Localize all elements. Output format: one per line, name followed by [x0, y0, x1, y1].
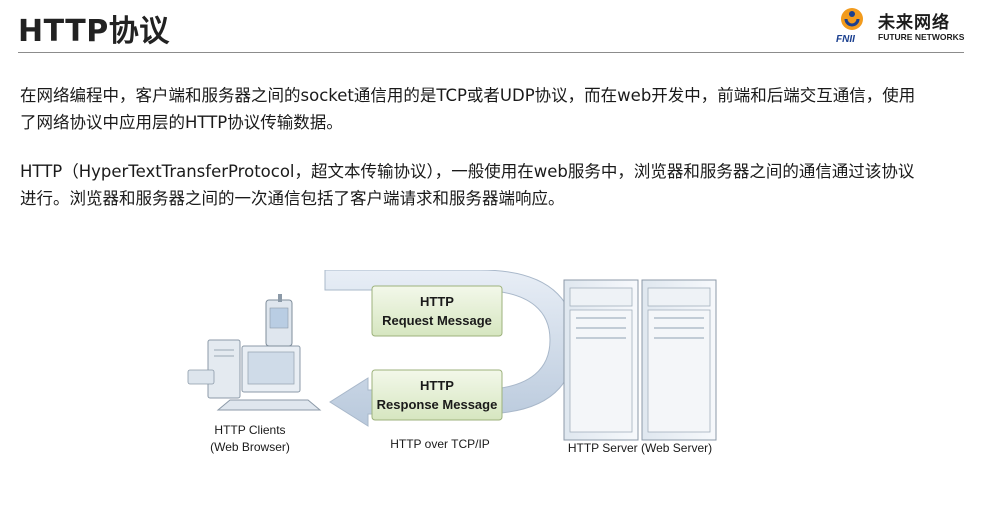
paragraph-socket: 在网络编程中，客户端和服务器之间的socket通信用的是TCP或者UDP协议，而…	[20, 86, 916, 132]
fnii-logo-icon	[841, 8, 863, 30]
request-message-label: HTTP Request Message	[372, 292, 502, 330]
http-diagram: HTTP Request Message HTTP Response Messa…	[180, 270, 740, 470]
logo-fnii: FNII	[836, 34, 855, 45]
transport-label: HTTP over TCP/IP	[390, 437, 490, 451]
server-label: HTTP Server (Web Server)	[567, 441, 713, 455]
client-computer-icon	[187, 294, 322, 411]
clients-label: HTTP Clients (Web Browser)	[180, 422, 320, 456]
response-line2: Response Message	[376, 397, 498, 412]
clients-line1: HTTP Clients	[214, 423, 286, 437]
response-line1: HTTP	[420, 378, 454, 393]
page-title: HTTP协议	[18, 14, 170, 49]
logo-en: FUTURE NETWORKS	[878, 32, 965, 42]
header-divider	[18, 52, 964, 53]
clients-line2: (Web Browser)	[210, 440, 290, 454]
response-message-label: HTTP Response Message	[372, 376, 502, 414]
response-message-box	[371, 369, 503, 421]
request-message-box	[371, 285, 503, 337]
server-rack-icon	[563, 279, 717, 441]
paragraph-http: HTTP（HyperTextTransferProtocol，超文本传输协议），…	[20, 162, 915, 208]
request-line2: Request Message	[382, 313, 492, 328]
fnii-logo: FNII 未来网络 FUTURE NETWORKS	[836, 6, 966, 48]
logo-cn: 未来网络	[878, 13, 950, 33]
request-line1: HTTP	[420, 294, 454, 309]
